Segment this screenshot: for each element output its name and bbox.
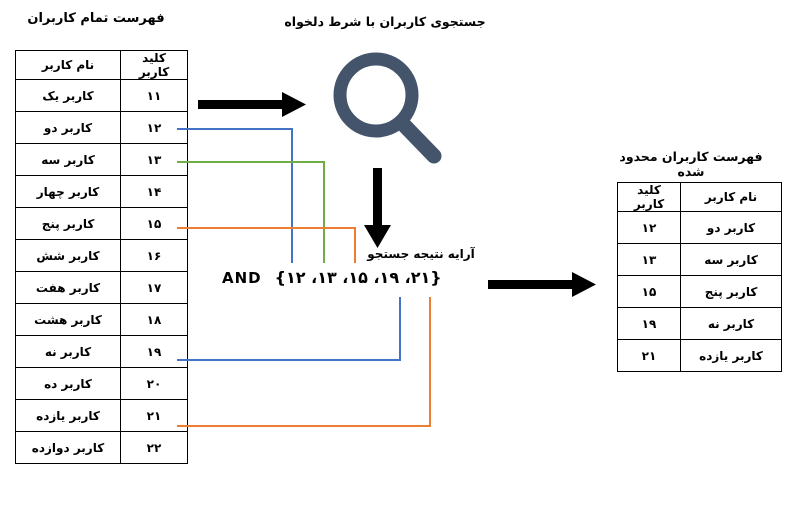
arrow-array-to-table <box>488 272 596 297</box>
all-users-title: فهرست تمام کاربران <box>27 11 165 26</box>
user-name-cell: کاربر سه <box>680 243 782 276</box>
user-name-cell: کاربر ده <box>15 367 121 400</box>
user-name-cell: کاربر یازده <box>680 339 782 372</box>
user-key-cell: ۲۰ <box>120 367 188 400</box>
magnifier-icon <box>333 52 442 164</box>
user-key-cell: ۱۷ <box>120 271 188 304</box>
user-name-cell: کاربر سه <box>15 143 121 176</box>
user-key-cell: ۱۵ <box>617 275 681 308</box>
user-key-cell: ۱۶ <box>120 239 188 272</box>
user-name-cell: کاربر نه <box>680 307 782 340</box>
connector-line-key-13 <box>177 161 325 263</box>
restricted-users-title: فهرست کاربران محدود شده <box>619 149 763 179</box>
user-name-cell: کاربر یازده <box>15 399 121 432</box>
user-key-cell: ۱۴ <box>120 175 188 208</box>
user-key-cell: ۱۹ <box>617 307 681 340</box>
table-header-row: نام کاربر کلید کاربر <box>15 50 188 80</box>
user-name-cell: کاربر شش <box>15 239 121 272</box>
connector-line-key-19 <box>177 297 401 361</box>
user-key-cell: ۱۳ <box>120 143 188 176</box>
user-name-cell: کاربر دو <box>680 211 782 244</box>
result-array-label: آرایه نتیجه جستجو <box>367 247 475 261</box>
user-key-cell: ۱۲ <box>617 211 681 244</box>
user-name-cell: کاربر چهار <box>15 175 121 208</box>
user-key-cell: ۱۹ <box>120 335 188 368</box>
table-header-row: کلید کاربر نام کاربر <box>617 182 782 212</box>
search-title: جستجوی کاربران با شرط دلخواه <box>284 14 486 29</box>
connector-line-key-12 <box>177 128 293 263</box>
user-name-cell: کاربر یک <box>15 79 121 112</box>
user-key-cell: ۱۱ <box>120 79 188 112</box>
user-key-cell: ۲۱ <box>120 399 188 432</box>
header-user-key: کلید کاربر <box>120 50 188 80</box>
connector-line-key-15 <box>177 227 356 263</box>
user-name-cell: کاربر دوازده <box>15 431 121 464</box>
user-key-cell: ۱۲ <box>120 111 188 144</box>
connector-line-key-21 <box>177 297 431 427</box>
user-name-cell: کاربر هشت <box>15 303 121 336</box>
user-key-cell: ۱۳ <box>617 243 681 276</box>
header-user-name: نام کاربر <box>680 182 782 212</box>
user-key-cell: ۱۸ <box>120 303 188 336</box>
user-key-cell: ۲۲ <box>120 431 188 464</box>
user-key-cell: ۱۵ <box>120 207 188 240</box>
header-user-name: نام کاربر <box>15 50 121 80</box>
header-user-key: کلید کاربر <box>617 182 681 212</box>
user-name-cell: کاربر هفت <box>15 271 121 304</box>
user-name-cell: کاربر پنج <box>15 207 121 240</box>
user-name-cell: کاربر دو <box>15 111 121 144</box>
result-array-values: {۱۲ ،۱۳ ،۱۵ ،۱۹ ،۲۱} <box>274 268 442 287</box>
user-name-cell: کاربر پنج <box>680 275 782 308</box>
user-key-cell: ۲۱ <box>617 339 681 372</box>
and-operator: AND <box>222 268 262 287</box>
user-name-cell: کاربر نه <box>15 335 121 368</box>
arrow-table-to-search <box>198 92 306 117</box>
result-array-expression: AND {۱۲ ،۱۳ ،۱۵ ،۱۹ ،۲۱} <box>222 268 442 287</box>
arrow-search-to-array <box>364 168 391 248</box>
